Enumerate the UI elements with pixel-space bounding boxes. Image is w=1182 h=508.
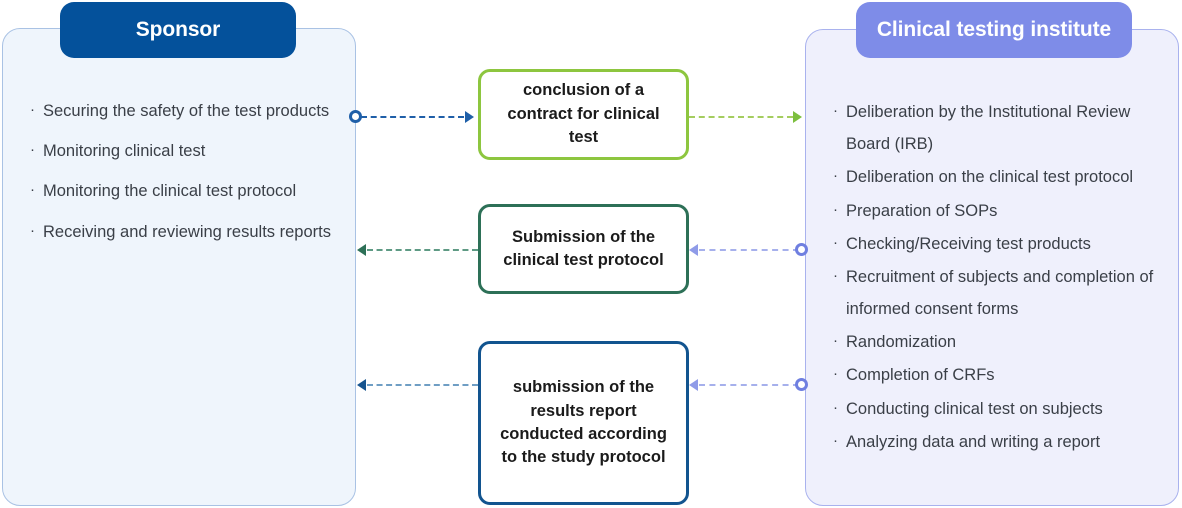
list-item: · Deliberation by the Institutional Revi… [833,96,1173,160]
institute-responsibility-list: · Deliberation by the Institutional Revi… [833,96,1173,459]
list-item: · Analyzing data and writing a report [833,426,1173,458]
dashed-line [361,116,464,118]
list-item: · Completion of CRFs [833,359,1173,391]
list-item: · Randomization [833,326,1173,358]
list-item-label: Deliberation on the clinical test protoc… [846,168,1134,187]
arrowhead-right-icon [465,111,474,123]
connector-institute-to-protocol [689,243,814,256]
dashed-line [367,249,478,251]
list-item-label: Conducting clinical test on subjects [846,399,1103,418]
list-item: · Preparation of SOPs [833,195,1173,227]
institute-header-pill: Clinical testing institute [856,2,1132,58]
list-item-label: Securing the safety of the test products [43,102,330,120]
sponsor-panel [2,28,356,506]
arrowhead-left-icon [357,379,366,391]
process-box-contract: conclusion of a contract for clinical te… [478,69,689,160]
list-item-label: Preparation of SOPs [846,201,998,220]
institute-header-label: Clinical testing institute [876,18,1112,41]
process-box-results-label: submission of the results report conduct… [500,378,667,467]
bullet-icon: · [30,221,35,239]
sponsor-header-pill: Sponsor [60,2,296,58]
arrowhead-right-icon [793,111,802,123]
bullet-icon: · [833,332,838,350]
list-item-label: Receiving and reviewing results reports [43,222,331,241]
connector-contract-to-institute [689,111,805,123]
dashed-line [699,249,799,251]
bullet-icon: · [833,431,838,449]
dashed-line [367,384,478,386]
list-item: · Recruitment of subjects and completion… [833,261,1173,325]
list-item: · Deliberation on the clinical test prot… [833,161,1173,193]
dashed-line [689,116,793,118]
bullet-icon: · [30,181,35,199]
institute-panel [805,29,1179,506]
list-item: · Securing the safety of the test produc… [30,95,340,127]
list-item-label: Monitoring the clinical test protocol [43,182,297,201]
connector-sponsor-to-contract [349,110,478,123]
sponsor-header-label: Sponsor [135,18,221,41]
arrowhead-left-icon [357,244,366,256]
list-item-label: Completion of CRFs [846,366,995,385]
list-item: · Checking/Receiving test products [833,228,1173,260]
list-item-label: Analyzing data and writing a report [846,432,1101,451]
bullet-icon: · [30,141,35,159]
process-box-contract-label: conclusion of a contract for clinical te… [507,81,660,147]
list-item-label: Monitoring clinical test [43,142,206,161]
list-item-label: Recruitment of subjects and completion o… [846,267,1154,319]
list-item-label: Deliberation by the Institutional Review… [846,103,1131,154]
list-item: · Conducting clinical test on subjects [833,393,1173,425]
process-box-protocol: Submission of the clinical test protocol [478,204,689,294]
arrowhead-left-icon [689,244,698,256]
bullet-icon: · [833,365,838,383]
circle-node-icon [795,378,808,391]
list-item-label: Randomization [846,333,957,352]
bullet-icon: · [833,200,838,218]
list-item: · Receiving and reviewing results report… [30,216,340,248]
sponsor-responsibility-list: · Securing the safety of the test produc… [30,95,340,256]
bullet-icon: · [833,266,838,284]
connector-protocol-to-sponsor [357,244,478,256]
connector-institute-to-results [689,378,814,391]
bullet-icon: · [833,167,838,185]
bullet-icon: · [833,233,838,251]
list-item-label: Checking/Receiving test products [846,234,1091,253]
circle-node-icon [795,243,808,256]
list-item: · Monitoring clinical test [30,135,340,167]
bullet-icon: · [833,398,838,416]
connector-results-to-sponsor [357,379,478,391]
list-item: · Monitoring the clinical test protocol [30,175,340,207]
dashed-line [699,384,799,386]
bullet-icon: · [30,101,35,118]
bullet-icon: · [833,102,838,119]
process-box-protocol-label: Submission of the clinical test protocol [503,227,664,269]
process-box-results: submission of the results report conduct… [478,341,689,505]
arrowhead-left-icon [689,379,698,391]
circle-node-icon [349,110,362,123]
